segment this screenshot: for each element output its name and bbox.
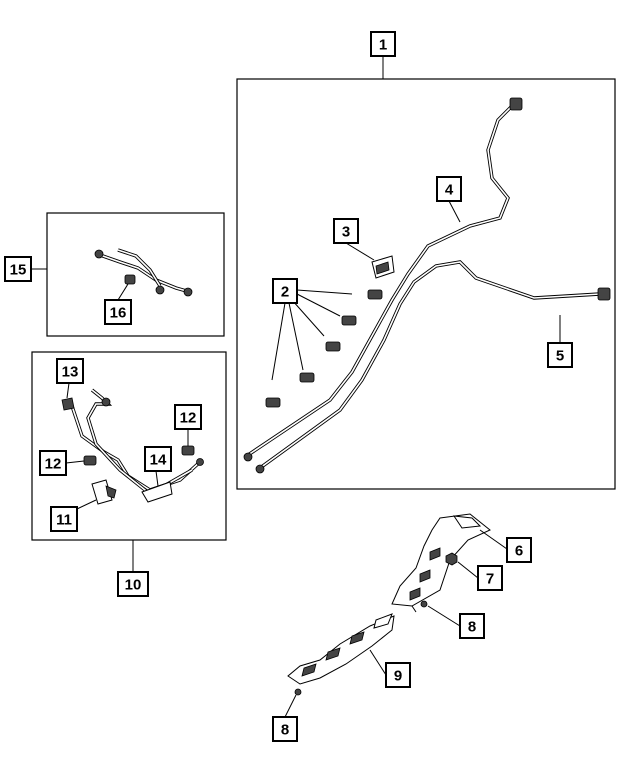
callout-8-upper: 8 [459,613,485,639]
fuel-tube-end [255,464,265,474]
svg-text:12: 12 [180,410,197,427]
callout-16: 16 [104,299,132,325]
tube-clip [325,341,341,352]
group-frame-fuel-lines [236,78,616,490]
vapor-tube-connector [94,249,104,259]
callout-15: 15 [4,256,32,282]
svg-text:8: 8 [281,722,289,739]
fuel-tube-bundle [243,97,611,474]
svg-text:8: 8 [468,619,476,636]
svg-text:5: 5 [556,348,564,365]
callout-6: 6 [506,537,532,563]
vapor-tube-connector [183,287,193,297]
svg-text:9: 9 [394,668,402,685]
svg-text:6: 6 [515,543,523,560]
callout-8-lower: 8 [272,716,298,742]
tube-shield-upper [391,513,491,613]
callout-10: 10 [117,571,149,597]
svg-text:7: 7 [486,571,494,588]
callout-11: 11 [50,506,78,532]
tube-clips [265,289,383,408]
svg-text:11: 11 [56,512,72,529]
svg-text:12: 12 [45,456,62,473]
supply-tube-connector [196,458,204,466]
svg-text:10: 10 [125,577,142,594]
fastener [294,688,302,696]
tube-bracket [371,255,395,279]
svg-text:15: 15 [10,262,27,279]
svg-text:4: 4 [445,182,454,199]
tube-clip [367,289,383,300]
svg-text:16: 16 [110,305,127,322]
callout-13: 13 [56,358,84,384]
vapor-tube-connector [155,285,165,295]
tube-clip [341,315,357,326]
vapor-tube-assembly [94,248,193,297]
group-frame-vapor-lines [46,212,225,337]
callout-7: 7 [477,565,503,591]
svg-text:13: 13 [62,364,79,381]
callout-12-left: 12 [39,450,67,476]
fuel-tube-connector [509,97,523,111]
supply-tube-clip [61,397,75,411]
tube-shield-lower [287,613,395,685]
supply-tube-connector [101,397,111,407]
fuel-tube-end [243,452,253,462]
svg-text:2: 2 [281,284,289,301]
svg-text:14: 14 [150,452,167,469]
callout-5: 5 [547,342,573,368]
vapor-tube-clip [124,274,136,285]
supply-tube-clip [181,445,195,456]
supply-tube-clip [83,455,97,466]
group-frame-supply-lines [31,351,227,541]
callout-14: 14 [144,446,172,472]
callout-3: 3 [333,218,359,244]
svg-text:1: 1 [379,37,387,54]
callout-2: 2 [272,278,298,304]
fuel-tube-connector [597,287,611,301]
fastener [420,600,428,608]
supply-tube-assembly [61,388,204,505]
callout-12-right: 12 [174,404,202,430]
nut [445,552,458,566]
svg-text:3: 3 [342,224,350,241]
callout-9: 9 [385,662,411,688]
callout-1: 1 [370,31,396,57]
leader-lines [30,56,561,718]
tube-clip [299,372,315,383]
callout-4: 4 [436,176,462,202]
tube-clip [265,397,281,408]
supply-tube-bracket [141,481,173,503]
